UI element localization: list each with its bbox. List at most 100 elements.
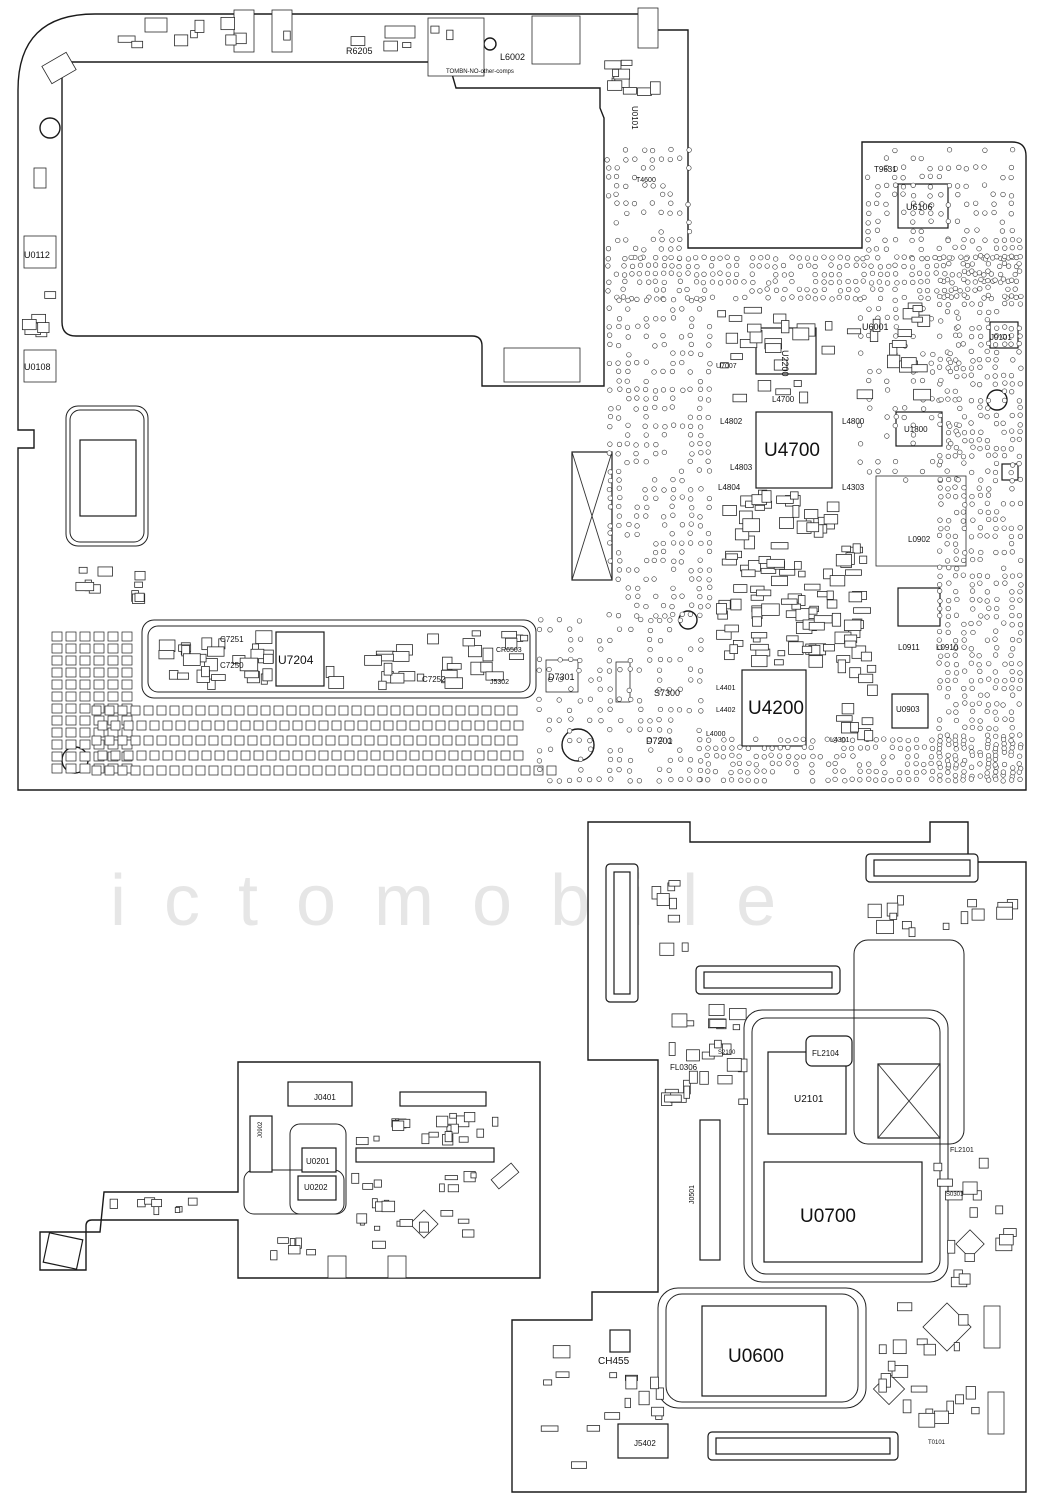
passive-component	[995, 1205, 1004, 1215]
via	[669, 531, 675, 537]
via	[949, 272, 955, 278]
via	[746, 760, 752, 766]
via	[884, 387, 891, 393]
via	[873, 246, 879, 252]
via	[615, 550, 622, 556]
passive-component	[826, 599, 838, 609]
via	[617, 747, 624, 753]
passive-component	[908, 927, 916, 938]
via	[992, 381, 998, 387]
via	[997, 263, 1003, 270]
bga-pad	[51, 763, 63, 774]
via	[938, 501, 944, 507]
via	[679, 522, 685, 528]
via	[954, 373, 960, 380]
via	[1017, 404, 1023, 411]
via	[1009, 637, 1016, 643]
via	[706, 548, 713, 554]
via	[969, 238, 975, 244]
via	[676, 707, 683, 713]
via	[976, 357, 982, 363]
via	[946, 598, 952, 604]
via	[883, 246, 889, 252]
via	[884, 314, 890, 321]
fpc-connector	[873, 859, 971, 877]
via	[698, 698, 704, 704]
passive-component	[835, 553, 852, 567]
via	[606, 360, 613, 367]
chip-outline	[387, 1255, 407, 1279]
via	[1008, 541, 1015, 547]
via	[670, 395, 676, 401]
via	[638, 616, 644, 623]
passive-component	[971, 1406, 980, 1415]
via	[661, 432, 667, 438]
passive-component	[724, 650, 735, 661]
via	[985, 492, 992, 498]
via	[637, 255, 644, 261]
via	[893, 333, 899, 339]
bga-pad	[286, 735, 297, 746]
fpc-connector	[715, 1437, 891, 1455]
via	[893, 271, 899, 277]
bga-pad	[500, 750, 511, 761]
via	[927, 184, 933, 190]
shield-frame	[141, 619, 537, 699]
via	[1000, 516, 1006, 522]
passive-component	[372, 1240, 386, 1249]
via	[993, 652, 999, 658]
passive-component	[607, 80, 623, 91]
via	[728, 769, 734, 776]
bga-pad	[513, 720, 524, 731]
bga-pad	[390, 735, 401, 746]
top-component	[144, 17, 168, 33]
via	[924, 288, 931, 294]
via	[617, 558, 623, 564]
via	[547, 746, 554, 752]
bga-pad	[149, 720, 160, 731]
label-fl0306: FL0306	[670, 1063, 698, 1072]
bga-pad	[104, 735, 115, 746]
bga-pad	[240, 720, 251, 731]
label-j0902: J0902	[258, 1121, 264, 1138]
passive-component	[824, 321, 833, 331]
passive-component	[462, 1229, 475, 1238]
passive-component	[683, 1085, 691, 1099]
via	[652, 388, 659, 394]
via	[812, 288, 818, 294]
bottom-left-board-outline	[39, 1061, 541, 1279]
via	[626, 352, 632, 358]
bga-pad	[123, 720, 134, 731]
passive-component	[399, 1219, 413, 1227]
via	[745, 770, 751, 776]
via	[961, 685, 967, 692]
via	[869, 270, 876, 276]
via	[992, 709, 998, 715]
passive-component	[457, 1218, 470, 1224]
via	[765, 295, 771, 301]
via	[946, 580, 952, 586]
via	[977, 382, 983, 388]
silkscreen-note: TOMBN-NO-other-comps	[446, 69, 514, 75]
via	[726, 279, 732, 285]
via	[615, 613, 622, 619]
via	[668, 270, 674, 276]
via	[986, 676, 992, 682]
via	[641, 247, 647, 253]
via	[884, 271, 891, 277]
passive-component	[356, 1213, 368, 1224]
bga-pad	[79, 739, 91, 750]
via	[836, 279, 843, 285]
via	[986, 486, 992, 492]
via	[1017, 661, 1023, 667]
via	[688, 323, 695, 329]
via	[597, 707, 603, 713]
via	[623, 183, 629, 189]
via	[976, 662, 982, 668]
via	[644, 504, 650, 511]
via	[914, 744, 920, 751]
via	[878, 286, 884, 293]
via	[1017, 597, 1023, 603]
via	[947, 368, 954, 375]
via	[697, 737, 703, 743]
